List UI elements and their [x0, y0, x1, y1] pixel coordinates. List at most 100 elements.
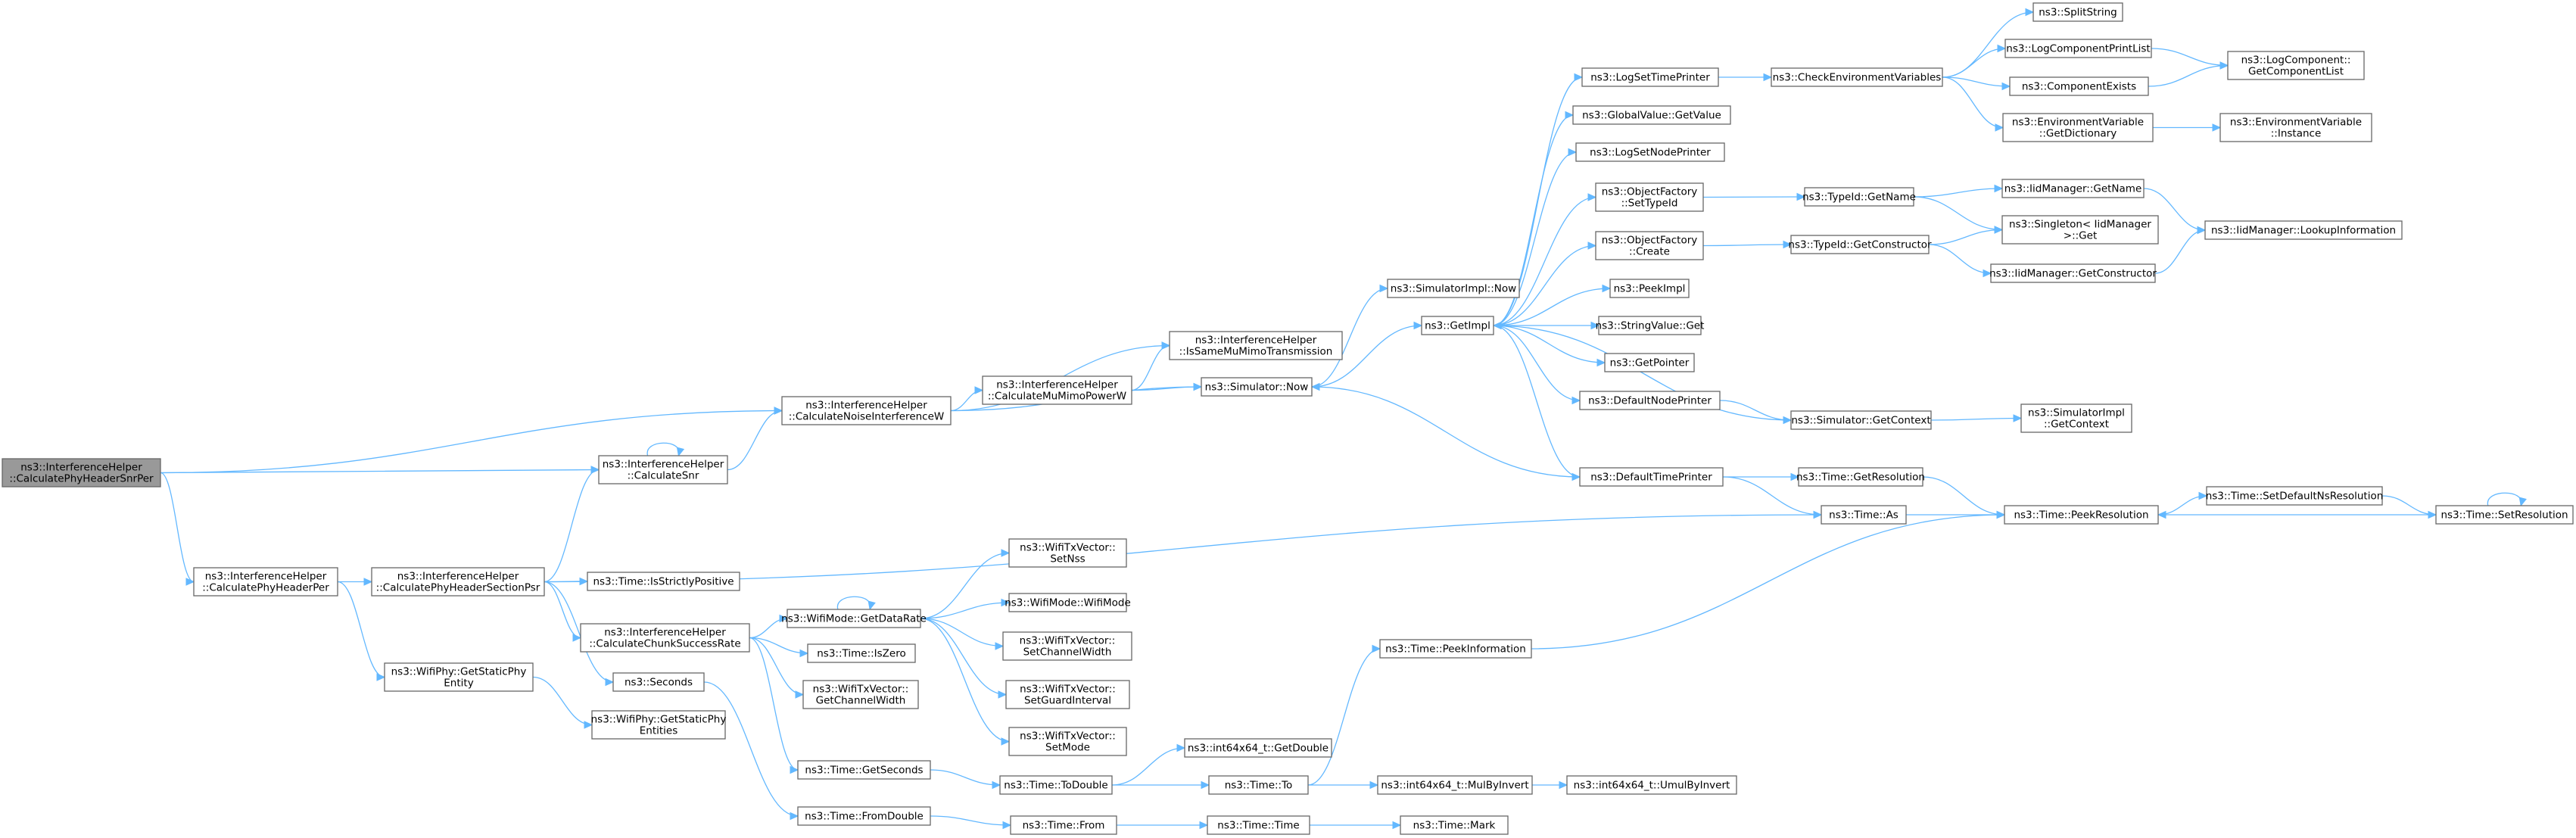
edge-arrowhead — [2013, 414, 2023, 422]
node-label: ns3::Simulator::Now — [1205, 382, 1309, 394]
edge-arrowhead — [1995, 123, 2004, 132]
node-tfromdouble[interactable]: ns3::Time::FromDouble — [797, 806, 931, 826]
node-getimpl[interactable]: ns3::GetImpl — [1421, 316, 1494, 335]
node-tgetres[interactable]: ns3::Time::GetResolution — [1796, 467, 1925, 487]
node-lcgcl[interactable]: ns3::LogComponent::GetComponentList — [2227, 51, 2365, 80]
node-simgc[interactable]: ns3::Simulator::GetContext — [1790, 410, 1932, 430]
edge-line — [1311, 325, 1422, 388]
node-cev[interactable]: ns3::CheckEnvironmentVariables — [1771, 67, 1943, 87]
node-svget[interactable]: ns3::StringValue::Get — [1596, 316, 1705, 335]
edge-arrowhead — [605, 678, 615, 687]
node-tiszero[interactable]: ns3::Time::IsZero — [807, 643, 916, 663]
node-label: ns3::int64x64_t::MulByInvert — [1381, 780, 1528, 792]
node-peekimpl[interactable]: ns3::PeekImpl — [1609, 279, 1690, 298]
node-tas[interactable]: ns3::Time::As — [1821, 505, 1907, 525]
edge-ofcreate-to-tidgc — [1702, 240, 1793, 249]
node-box — [2204, 220, 2403, 240]
node-tidgn[interactable]: ns3::TypeId::GetName — [1802, 187, 1916, 207]
node-snr[interactable]: ns3::InterferenceHelper::CalculateSnr — [598, 455, 728, 484]
node-logsetnp[interactable]: ns3::LogSetNodePrinter — [1575, 142, 1725, 162]
edge-wpgspe-to-wpgspes — [532, 676, 593, 729]
node-ttime[interactable]: ns3::Time::Time — [1207, 815, 1310, 835]
node-box — [1575, 142, 1725, 162]
node-imgn[interactable]: ns3::IidManager::GetName — [2001, 179, 2145, 198]
node-imulbyinv[interactable]: ns3::int64x64_t::MulByInvert — [1377, 775, 1533, 795]
node-ttodouble[interactable]: ns3::Time::ToDouble — [999, 775, 1113, 795]
edge-simnow-to-getimpl — [1311, 321, 1423, 388]
edge-line — [544, 581, 614, 683]
node-lcpl[interactable]: ns3::LogComponentPrintList — [2004, 39, 2152, 58]
node-ofsettid[interactable]: ns3::ObjectFactory::SetTypeId — [1595, 182, 1704, 212]
edge-arrowhead — [1193, 382, 1203, 391]
edge-arrowhead — [2212, 123, 2222, 132]
node-wmwm[interactable]: ns3::WifiMode::WifiMode — [1005, 593, 1131, 612]
node-evgd[interactable]: ns3::EnvironmentVariable::GetDictionary — [2002, 113, 2154, 142]
node-dtp[interactable]: ns3::DefaultTimePrinter — [1579, 467, 1724, 487]
edge-line — [1493, 325, 1606, 363]
node-evinst[interactable]: ns3::EnvironmentVariable::Instance — [2219, 113, 2372, 142]
edge-arrowhead — [1763, 73, 1773, 82]
node-tpeekres[interactable]: ns3::Time::PeekResolution — [2004, 505, 2159, 525]
node-simimplnow[interactable]: ns3::SimulatorImpl::Now — [1387, 279, 1520, 298]
node-label: ns3::TypeId::GetConstructor — [1788, 239, 1932, 251]
edge-tsetres-to-tsetres — [2487, 492, 2527, 507]
node-box — [1790, 235, 1930, 254]
node-ccsr[interactable]: ns3::InterferenceHelper::CalculateChunkS… — [580, 623, 750, 653]
node-imli[interactable]: ns3::IidManager::LookupInformation — [2204, 220, 2403, 240]
node-label: ns3::InterferenceHelper — [397, 571, 519, 583]
edge-snr-to-snr — [646, 442, 685, 457]
node-simimplgc[interactable]: ns3::SimulatorImpl::GetContext — [2020, 403, 2132, 433]
node-logsettp[interactable]: ns3::LogSetTimePrinter — [1581, 67, 1719, 87]
node-igetdouble[interactable]: ns3::int64x64_t::GetDouble — [1184, 738, 1332, 758]
node-singleton[interactable]: ns3::Singleton< IidManager >::Get — [2001, 215, 2159, 245]
node-wtxsetnss[interactable]: ns3::WifiTxVector::SetNss — [1008, 538, 1127, 568]
node-wtxsetmode[interactable]: ns3::WifiTxVector::SetMode — [1008, 727, 1127, 756]
edge-line — [1493, 325, 1581, 478]
edge-line — [1493, 245, 1596, 326]
node-wtxsetgi[interactable]: ns3::WifiTxVector::SetGuardInterval — [1005, 680, 1130, 709]
node-simnow[interactable]: ns3::Simulator::Now — [1201, 377, 1313, 397]
node-tmark[interactable]: ns3::Time::Mark — [1400, 815, 1509, 835]
node-tidgc[interactable]: ns3::TypeId::GetConstructor — [1788, 235, 1932, 254]
node-label: ::SetTypeId — [1621, 198, 1678, 210]
edge-line — [1922, 476, 2005, 516]
node-compex[interactable]: ns3::ComponentExists — [2009, 76, 2149, 96]
node-iumulbyinv[interactable]: ns3::int64x64_t::UmulByInvert — [1566, 775, 1737, 795]
node-split[interactable]: ns3::SplitString — [2032, 2, 2123, 22]
node-tgetsec[interactable]: ns3::Time::GetSeconds — [797, 760, 931, 780]
node-cphp[interactable]: ns3::InterferenceHelper::CalculatePhyHea… — [193, 567, 338, 597]
edge-line — [2143, 188, 2206, 231]
node-label: ns3::IidManager::GetName — [2004, 183, 2142, 195]
node-wtxgetcw[interactable]: ns3::WifiTxVector::GetChannelWidth — [802, 680, 919, 709]
node-cniw[interactable]: ns3::InterferenceHelper::CalculateNoiseI… — [781, 396, 952, 425]
node-issame[interactable]: ns3::InterferenceHelper::IsSameMuMimoTra… — [1169, 331, 1343, 360]
node-cmmp[interactable]: ns3::InterferenceHelper::CalculateMuMimo… — [982, 375, 1132, 405]
node-imgc[interactable]: ns3::IidManager::GetConstructor — [1989, 263, 2157, 283]
edge-line — [727, 410, 783, 471]
node-label: ns3::Time::To — [1225, 780, 1293, 792]
node-label: ns3::Singleton< IidManager — [2009, 219, 2151, 231]
node-gvget[interactable]: ns3::GlobalValue::GetValue — [1572, 105, 1731, 125]
node-label: ns3::Time::From — [1023, 820, 1105, 832]
node-wmgdr[interactable]: ns3::WifiMode::GetDataRate — [781, 609, 927, 628]
node-getptr[interactable]: ns3::GetPointer — [1604, 353, 1695, 372]
node-tpeekinfo[interactable]: ns3::Time::PeekInformation — [1379, 639, 1532, 659]
node-tsetres[interactable]: ns3::Time::SetResolution — [2435, 505, 2574, 525]
node-dnp[interactable]: ns3::DefaultNodePrinter — [1579, 391, 1721, 410]
node-wtxsetcw[interactable]: ns3::WifiTxVector::SetChannelWidth — [1002, 631, 1132, 661]
node-tfrom[interactable]: ns3::Time::From — [1010, 815, 1117, 835]
node-root[interactable]: ns3::InterferenceHelper::CalculatePhyHea… — [2, 458, 161, 488]
node-tsetdef[interactable]: ns3::Time::SetDefaultNsResolution — [2206, 486, 2384, 506]
edge-wmgdr-to-wmgdr — [837, 596, 876, 611]
node-cphsp[interactable]: ns3::InterferenceHelper::CalculatePhyHea… — [371, 567, 545, 597]
edge-line — [1928, 244, 1992, 274]
node-ofcreate[interactable]: ns3::ObjectFactory::Create — [1595, 231, 1704, 260]
node-box — [2227, 51, 2365, 80]
node-tto[interactable]: ns3::Time::To — [1208, 775, 1309, 795]
node-tisp[interactable]: ns3::Time::IsStrictlyPositive — [587, 572, 740, 591]
node-label: ns3::Time::Mark — [1413, 820, 1496, 832]
node-label: ns3::Time::GetResolution — [1796, 472, 1925, 484]
node-seconds[interactable]: ns3::Seconds — [612, 672, 705, 692]
